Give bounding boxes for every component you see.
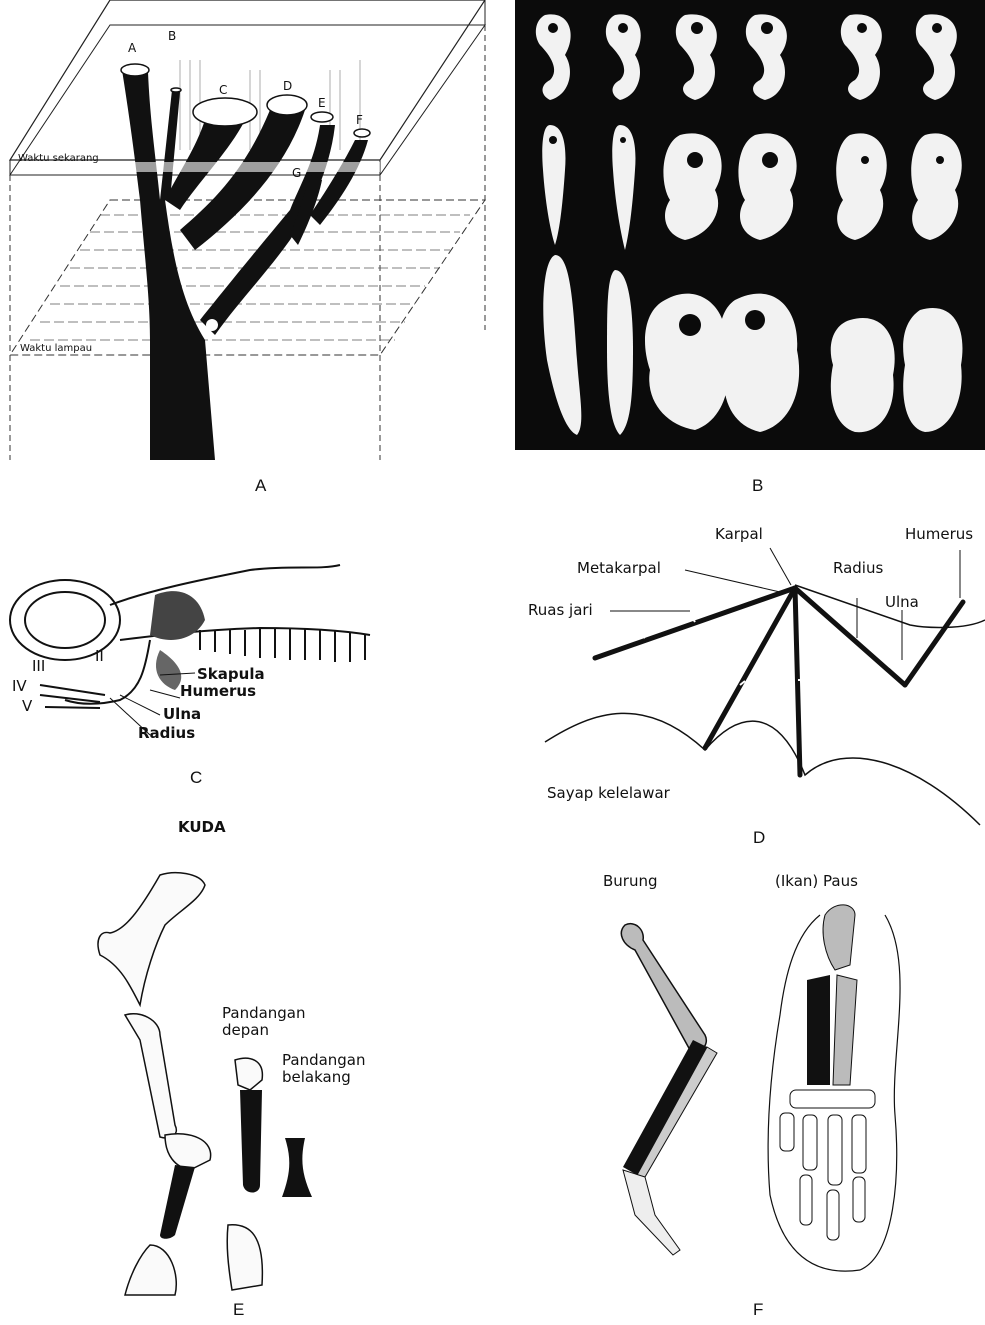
tree-label-g: G bbox=[292, 165, 301, 182]
label-humerus-bat: Humerus bbox=[905, 526, 973, 543]
tree-label-a: A bbox=[128, 40, 136, 57]
label-ulna-bat: Ulna bbox=[885, 594, 919, 611]
tree-label-f: F bbox=[356, 112, 363, 129]
label-digit-2: II bbox=[95, 648, 104, 665]
caption-b: B bbox=[752, 476, 763, 496]
panel-a: A B C D E F G Waktu sekarang Waktu lampa… bbox=[0, 0, 490, 500]
caption-c: C bbox=[190, 768, 202, 788]
phylogeny-tree-diagram bbox=[0, 0, 490, 470]
tree-label-e: E bbox=[318, 95, 326, 112]
panel-f: Burung (Ikan) Paus F bbox=[495, 815, 985, 1325]
caption-a: A bbox=[255, 476, 266, 496]
label-digit-4: IV bbox=[12, 678, 27, 695]
panel-b: B bbox=[515, 0, 985, 500]
label-ulna-frog: Ulna bbox=[163, 706, 201, 723]
label-ruas-jari: Ruas jari bbox=[528, 602, 593, 619]
tree-label-b: B bbox=[168, 28, 176, 45]
horse-limb-drawing bbox=[0, 815, 490, 1285]
label-karpal: Karpal bbox=[715, 526, 763, 543]
label-front-view: Pandangan depan bbox=[222, 1005, 306, 1039]
bird-whale-limb-drawing bbox=[495, 815, 985, 1285]
label-radius-frog: Radius bbox=[138, 725, 195, 742]
frog-skeleton-drawing bbox=[0, 510, 490, 770]
bat-wing-drawing bbox=[495, 510, 985, 830]
tree-label-d: D bbox=[283, 78, 292, 95]
caption-f: F bbox=[753, 1300, 763, 1320]
bat-wing-title: Sayap kelelawar bbox=[547, 785, 670, 802]
time-present-label: Waktu sekarang bbox=[18, 150, 99, 167]
label-humerus-frog: Humerus bbox=[180, 683, 256, 700]
label-radius-bat: Radius bbox=[833, 560, 883, 577]
embryo-comparison-plate bbox=[515, 0, 985, 460]
caption-e: E bbox=[233, 1300, 244, 1320]
panel-c: Skapula Humerus Ulna Radius II III IV V … bbox=[0, 510, 490, 800]
label-digit-5: V bbox=[22, 698, 32, 715]
label-digit-3: III bbox=[32, 658, 45, 675]
label-back-view: Pandangan belakang bbox=[282, 1052, 366, 1086]
label-metakarpal: Metakarpal bbox=[577, 560, 661, 577]
label-skapula: Skapula bbox=[197, 666, 265, 683]
time-past-label: Waktu lampau bbox=[20, 340, 92, 357]
tree-label-c: C bbox=[219, 82, 227, 99]
panel-e: KUDA Pandangan depan Pandangan belakang … bbox=[0, 815, 490, 1325]
panel-d: Karpal Humerus Metakarpal Radius Ruas ja… bbox=[495, 510, 985, 850]
